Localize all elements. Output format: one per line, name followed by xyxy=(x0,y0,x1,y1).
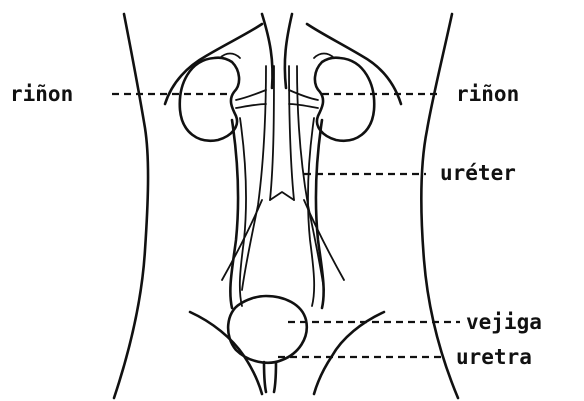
vessel-branch-left xyxy=(222,200,262,280)
urethra-left xyxy=(264,362,266,392)
bladder xyxy=(228,296,307,363)
label-urethra: uretra xyxy=(456,345,532,369)
pelvis-right xyxy=(314,312,384,394)
leader-lines xyxy=(112,94,460,357)
bladder-group xyxy=(228,296,307,392)
ureter-left xyxy=(230,120,238,308)
labels: riñon riñon uréter vejiga uretra xyxy=(10,82,542,369)
chest-center-left xyxy=(262,14,273,88)
label-bladder: vejiga xyxy=(466,310,542,334)
renal-vein-left xyxy=(236,104,266,108)
ureter-left-inner xyxy=(240,118,246,306)
renal-artery-left xyxy=(236,90,266,100)
vena-cava-left-wall xyxy=(289,66,294,200)
pelvis-left xyxy=(190,312,262,394)
label-kidney-left: riñon xyxy=(10,82,73,106)
ureter-right-inner xyxy=(308,118,314,306)
ureter-right xyxy=(316,120,324,308)
urethra-right xyxy=(274,362,276,392)
renal-vein-right xyxy=(289,104,318,108)
kidneys xyxy=(180,54,374,141)
kidney-right xyxy=(315,58,374,141)
body-left-side xyxy=(114,14,148,398)
vessel-fork xyxy=(270,192,294,200)
renal-artery-right xyxy=(289,90,318,100)
body-right-side xyxy=(421,14,458,398)
body-outline xyxy=(114,14,458,398)
kidney-left xyxy=(180,58,239,141)
label-ureter: uréter xyxy=(440,161,516,185)
label-kidney-right: riñon xyxy=(456,82,519,106)
